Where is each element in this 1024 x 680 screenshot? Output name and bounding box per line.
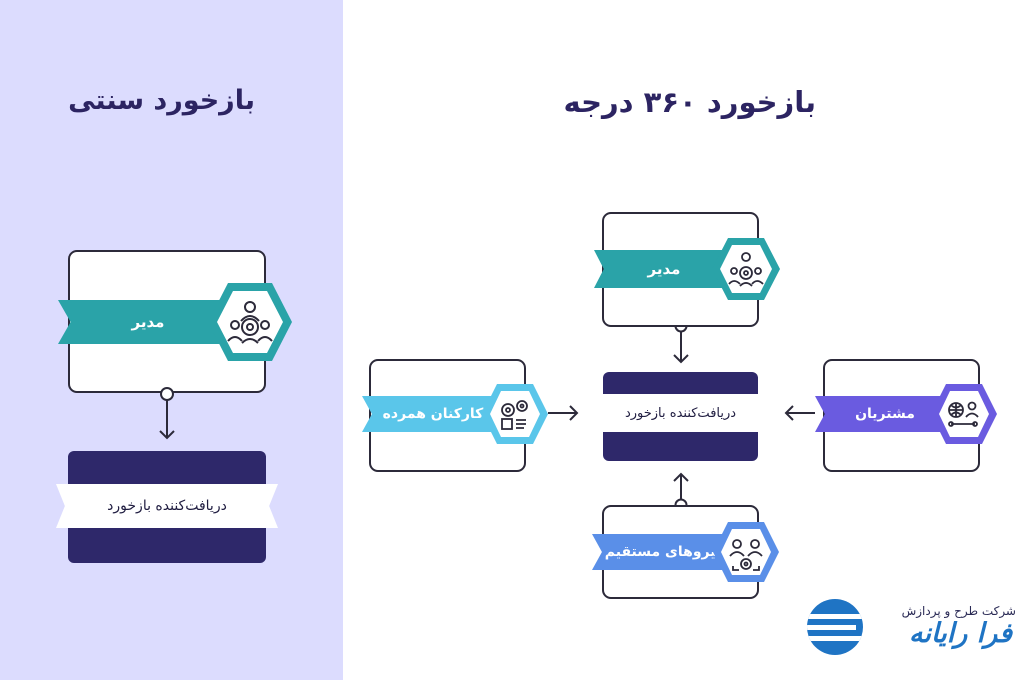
traditional-manager-label: مدیر xyxy=(131,313,165,331)
traditional-receiver-ribbon: دریافت‌کننده بازخورد xyxy=(56,484,278,528)
direct-reports-label: نیروهای مستقیم xyxy=(604,544,722,560)
brand-logo xyxy=(806,598,864,660)
feedback-360-title: بازخورد ۳۶۰ درجه xyxy=(563,85,816,119)
feedback-360-receiver-ribbon: دریافت‌کننده بازخورد xyxy=(593,394,768,432)
peers-label: کارکنان همرده xyxy=(382,406,484,422)
feedback-360-manager-ribbon: مدیر xyxy=(594,250,734,288)
customers-label: مشتریان xyxy=(855,406,915,422)
traditional-receiver-label: دریافت‌کننده بازخورد xyxy=(107,498,227,514)
manager-icon xyxy=(206,281,294,363)
manager-icon xyxy=(710,236,782,302)
feedback-360-receiver-label: دریافت‌کننده بازخورد xyxy=(624,405,737,421)
feedback-360-manager-label: مدیر xyxy=(647,260,681,278)
direct-reports-ribbon: نیروهای مستقیم xyxy=(592,534,734,570)
gears-document-icon xyxy=(480,382,550,446)
traditional-title: بازخورد سنتی xyxy=(68,85,255,116)
brand-tagline: شرکت طرح و پردازش xyxy=(901,604,1016,618)
brand-name: فرا رایانه xyxy=(909,618,1012,649)
people-gear-icon xyxy=(711,520,781,584)
globe-people-icon xyxy=(929,382,999,446)
peers-ribbon: کارکنان همرده xyxy=(362,396,504,432)
